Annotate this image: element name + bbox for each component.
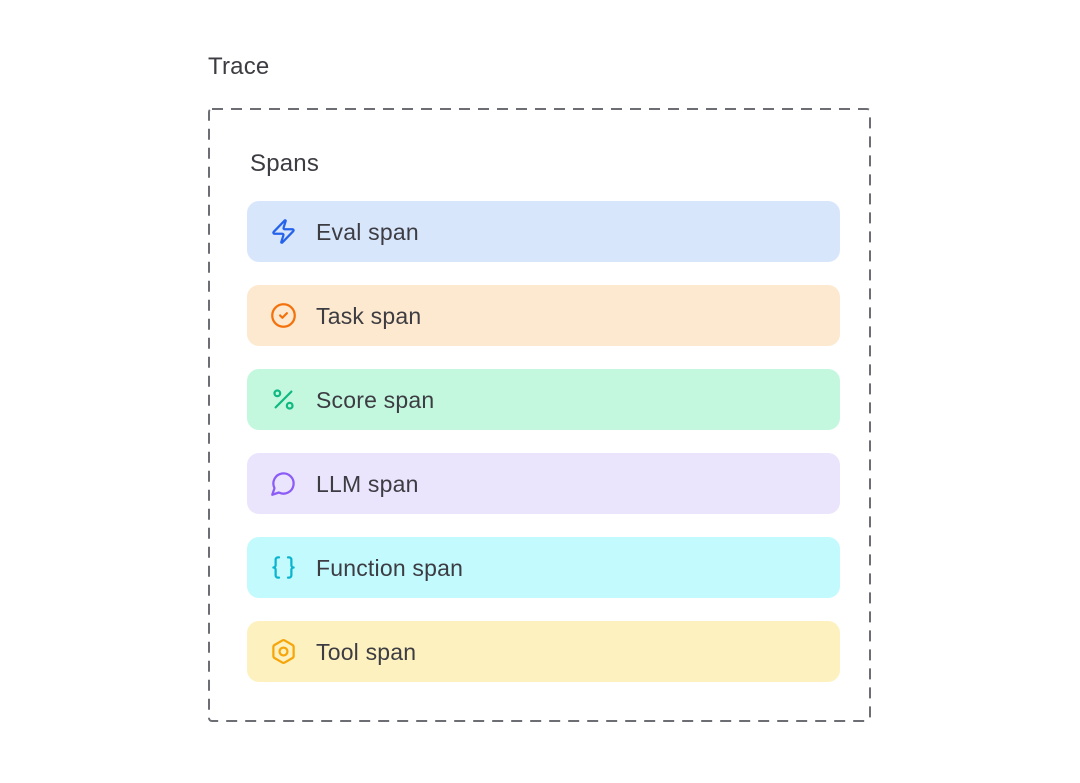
span-label: Eval span [316, 218, 419, 245]
span-row-score-span: Score span [247, 369, 840, 430]
span-label: Function span [316, 554, 464, 581]
trace-panel: Spans Eval span Task span Score span LLM… [208, 108, 871, 722]
check-circle-icon [270, 302, 297, 329]
trace-label: Trace [208, 53, 270, 80]
message-circle-icon [270, 470, 297, 497]
span-label: Tool span [316, 638, 417, 665]
span-label: Score span [316, 386, 435, 413]
dashed-border [208, 108, 871, 722]
span-row-llm-span: LLM span [247, 453, 840, 514]
percent-icon [270, 386, 297, 413]
braces-icon [270, 554, 297, 581]
spans-list: Eval span Task span Score span LLM span … [247, 201, 840, 682]
span-row-function-span: Function span [247, 537, 840, 598]
hexagon-nut-icon [270, 638, 297, 665]
span-row-eval-span: Eval span [247, 201, 840, 262]
span-label: Task span [316, 302, 422, 329]
span-row-task-span: Task span [247, 285, 840, 346]
zap-icon [270, 218, 297, 245]
span-row-tool-span: Tool span [247, 621, 840, 682]
span-label: LLM span [316, 470, 419, 497]
spans-label: Spans [250, 150, 320, 177]
